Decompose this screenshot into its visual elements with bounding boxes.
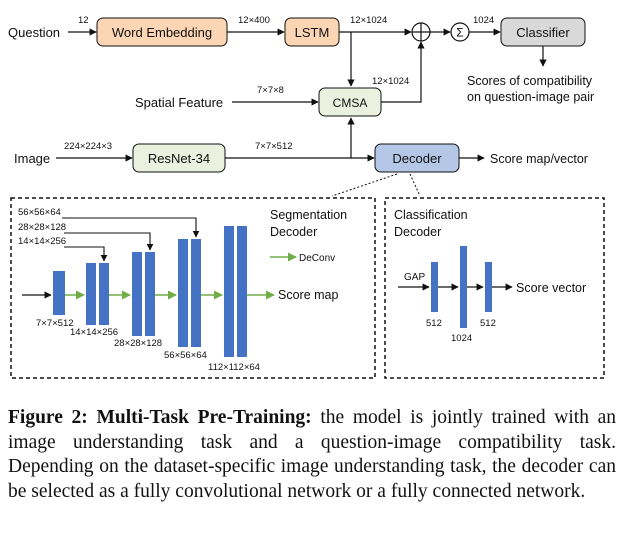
skip-label-14: 14×14×256 <box>18 236 66 247</box>
caption-text: the model is jointly trained with an ima… <box>8 407 617 502</box>
seg-layer-label-5: 112×112×64 <box>208 362 260 373</box>
scores-line2: on question-image pair <box>467 90 594 104</box>
skip-label-28: 28×28×128 <box>18 222 66 233</box>
fc-bar-3 <box>485 262 492 312</box>
lstm-label: LSTM <box>295 25 330 40</box>
cls-output-label: Score vector <box>516 281 586 295</box>
seg-bar-2b <box>99 263 109 325</box>
zoom-line-right <box>409 173 421 197</box>
seg-bar-2a <box>86 263 96 325</box>
seg-bar-3a <box>132 252 142 336</box>
seg-layer-label-4: 56×56×64 <box>164 350 207 361</box>
seg-layer-label-1: 7×7×512 <box>36 318 74 329</box>
cmsa-to-plus-arrow <box>381 41 425 103</box>
skip-arrow-56 <box>62 217 200 238</box>
skip-arrow-14 <box>64 246 108 262</box>
zoom-line-left <box>331 173 398 197</box>
sigma-symbol: Σ <box>456 26 463 40</box>
seg-bar-4b <box>191 239 201 347</box>
decoder-label: Decoder <box>392 151 442 166</box>
seg-bar-1 <box>53 271 65 315</box>
skip-arrow-28 <box>64 232 154 251</box>
question-dim: 12 <box>78 15 89 26</box>
classifier-label: Classifier <box>516 25 570 40</box>
resnet-out-dim: 7×7×512 <box>255 141 293 152</box>
figure-caption: Figure 2: Multi-Task Pre-Training: the m… <box>8 406 616 504</box>
resnet-label: ResNet-34 <box>148 151 210 166</box>
image-dim: 224×224×3 <box>64 141 112 152</box>
seg-title-line1: Segmentation <box>270 208 347 222</box>
word-embedding-label: Word Embedding <box>112 25 212 40</box>
lstm-out-dim: 12×1024 <box>350 15 387 26</box>
we-out-dim: 12×400 <box>238 15 270 26</box>
deconv-legend-label: DeConv <box>299 253 335 264</box>
seg-bar-4a <box>178 239 188 347</box>
seg-layer-label-2: 14×14×256 <box>70 327 118 338</box>
scores-line1: Scores of compatibility <box>467 74 593 88</box>
seg-title-line2: Decoder <box>270 225 317 239</box>
spatial-feature-label: Spatial Feature <box>135 95 223 110</box>
image-label: Image <box>14 151 50 166</box>
classification-decoder-panel <box>384 197 605 379</box>
segmentation-decoder-panel <box>10 197 376 379</box>
seg-output-label: Score map <box>278 288 338 302</box>
architecture-diagram: Question 12 Word Embedding 12×400 LSTM 1… <box>8 15 605 379</box>
skip-label-56: 56×56×64 <box>18 207 61 218</box>
cmsa-out-dim: 12×1024 <box>372 76 409 87</box>
fc-label-3: 512 <box>480 318 496 329</box>
caption-label: Figure 2: Multi-Task Pre-Training: <box>8 407 312 428</box>
add-node <box>411 22 431 42</box>
cmsa-label: CMSA <box>333 96 368 110</box>
seg-layer-label-3: 28×28×128 <box>114 338 162 349</box>
seg-bar-3b <box>145 252 155 336</box>
cls-title-line2: Decoder <box>394 225 441 239</box>
seg-bar-5b <box>237 226 247 357</box>
spatial-dim: 7×7×8 <box>257 85 284 96</box>
seg-bar-5a <box>224 226 234 357</box>
gap-label: GAP <box>404 272 425 283</box>
fc-bar-2 <box>460 246 467 328</box>
score-map-vector-label: Score map/vector <box>490 152 588 166</box>
cls-title-line1: Classification <box>394 208 468 222</box>
question-label: Question <box>8 25 60 40</box>
sum-out-dim: 1024 <box>473 15 494 26</box>
fc-label-2: 1024 <box>451 333 472 344</box>
fc-label-1: 512 <box>426 318 442 329</box>
fc-bar-1 <box>431 262 438 312</box>
